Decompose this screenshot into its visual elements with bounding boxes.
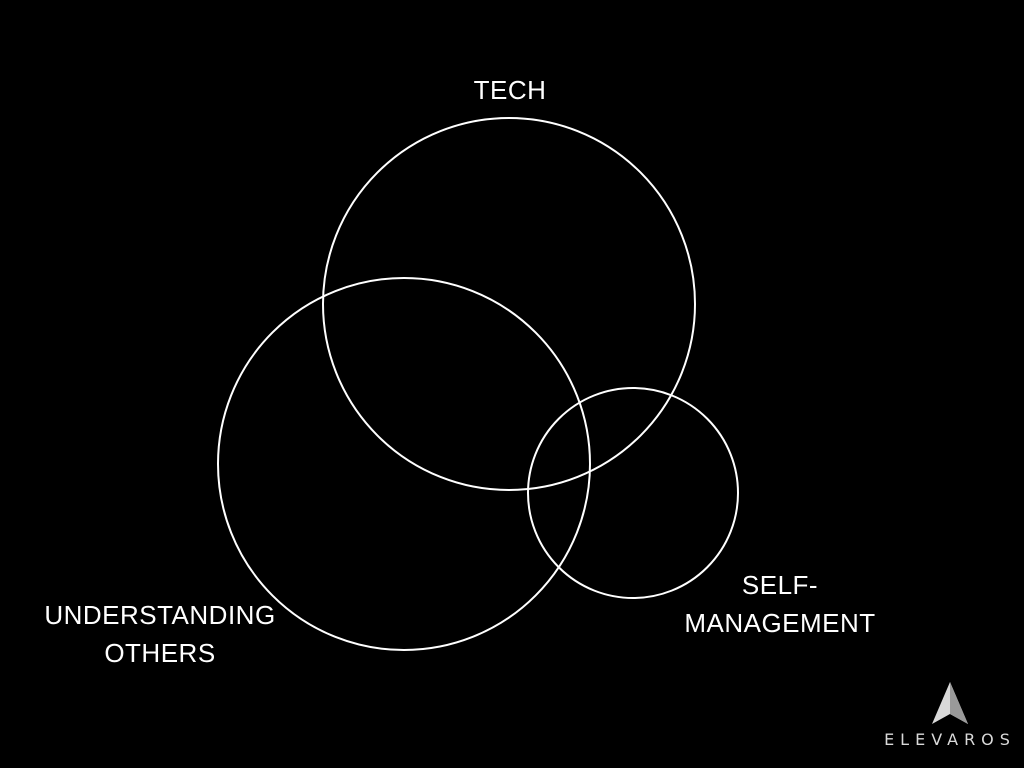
- understanding-others-circle: [217, 277, 591, 651]
- self-management-label: SELF- MANAGEMENT: [660, 566, 900, 642]
- understanding-others-label: UNDERSTANDING OTHERS: [20, 596, 300, 672]
- tech-label: TECH: [430, 71, 590, 109]
- logo-wordmark: ELEVAROS: [884, 730, 1016, 749]
- understanding-others-label-line-1: UNDERSTANDING: [44, 600, 276, 630]
- self-management-label-line-1: SELF-: [741, 570, 819, 600]
- understanding-others-label-line-2: OTHERS: [104, 638, 216, 668]
- tech-label-line: TECH: [473, 75, 547, 105]
- tech-circle: [322, 117, 696, 491]
- arrowhead-logo-icon: [932, 682, 968, 724]
- self-management-label-line-2: MANAGEMENT: [684, 608, 876, 638]
- self-management-circle: [527, 387, 739, 599]
- elevaros-logo: ELEVAROS: [880, 676, 1020, 756]
